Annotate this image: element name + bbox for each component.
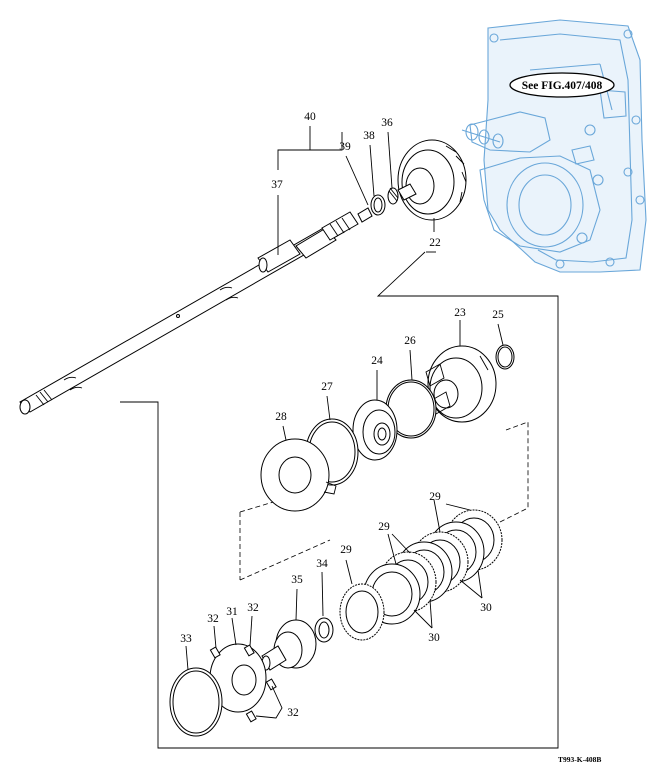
dashed-enclosure bbox=[239, 421, 529, 581]
label-22: 22 bbox=[429, 237, 441, 249]
label-36: 36 bbox=[381, 117, 393, 129]
see-figure-callout[interactable]: See FIG.407/408 bbox=[509, 72, 615, 98]
piston-24 bbox=[352, 399, 398, 461]
label-35: 35 bbox=[291, 574, 303, 586]
label-29-top: 29 bbox=[429, 491, 441, 503]
clutch-assembly-22 bbox=[397, 139, 467, 221]
label-32-bottom: 32 bbox=[287, 707, 299, 719]
part-23 bbox=[425, 345, 497, 423]
label-30-right: 30 bbox=[480, 602, 492, 614]
label-38: 38 bbox=[363, 130, 375, 142]
plate-28 bbox=[260, 438, 337, 512]
figure-code: T993-K-408B bbox=[558, 755, 601, 764]
hub-35 bbox=[261, 619, 317, 671]
bearing-34 bbox=[314, 617, 334, 643]
label-28: 28 bbox=[275, 411, 287, 423]
label-40: 40 bbox=[304, 111, 316, 123]
label-32-right: 32 bbox=[247, 602, 259, 614]
part-labels: 40 37 39 38 36 22 23 25 26 24 27 28 29 2… bbox=[180, 111, 504, 719]
transmission-housing-drawing bbox=[461, 19, 647, 273]
see-figure-text: See FIG.407/408 bbox=[522, 80, 603, 92]
label-25: 25 bbox=[492, 309, 504, 321]
label-29-low: 29 bbox=[340, 544, 352, 556]
label-27: 27 bbox=[321, 381, 333, 393]
shaft-37 bbox=[19, 211, 359, 415]
plate-31 bbox=[209, 643, 277, 723]
label-29-mid: 29 bbox=[378, 521, 390, 533]
label-24: 24 bbox=[371, 355, 383, 367]
label-32-left: 32 bbox=[207, 613, 219, 625]
label-33: 33 bbox=[180, 633, 192, 645]
label-37: 37 bbox=[271, 179, 283, 191]
snap-ring-33 bbox=[169, 667, 223, 737]
clutch-discs bbox=[339, 509, 503, 641]
label-23: 23 bbox=[454, 307, 466, 319]
label-39: 39 bbox=[339, 141, 351, 153]
parts-39-38-36 bbox=[357, 187, 399, 223]
label-26: 26 bbox=[404, 335, 416, 347]
detail-box-outline bbox=[120, 251, 559, 749]
label-31: 31 bbox=[226, 606, 238, 618]
label-34: 34 bbox=[316, 558, 328, 570]
label-30-bottom: 30 bbox=[428, 632, 440, 644]
leader-lines bbox=[185, 126, 504, 719]
